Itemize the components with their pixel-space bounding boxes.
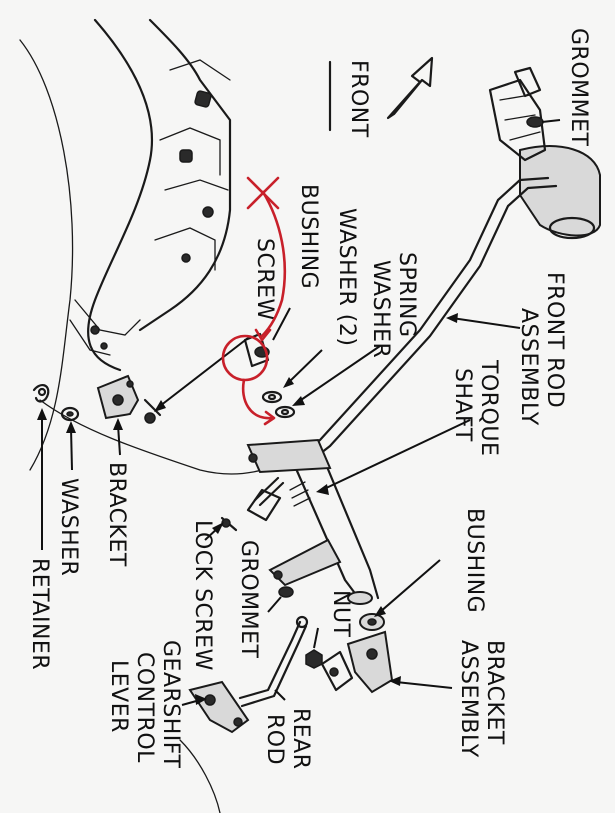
gearshift-label-line1: GEARSHIFT bbox=[158, 640, 183, 769]
washer2-label: WASHER (2) bbox=[334, 208, 359, 346]
bushing-right-arrowhead bbox=[374, 606, 386, 617]
gearshift-label-line3: LEVER bbox=[106, 660, 131, 733]
screw-label: SCREW bbox=[252, 238, 277, 321]
nut-leader bbox=[313, 627, 319, 649]
grommet-lower-icon bbox=[278, 586, 294, 598]
rear-rod-label-line2: ROD bbox=[262, 714, 287, 765]
torque-shaft-leader bbox=[321, 419, 471, 491]
red-annotation bbox=[221, 176, 287, 426]
front-rod bbox=[303, 176, 558, 462]
screw-leader bbox=[159, 337, 249, 407]
lock-screw-arrowhead bbox=[212, 522, 224, 534]
grommet-lower-leader bbox=[267, 596, 282, 613]
grommet-top-leader bbox=[541, 119, 561, 123]
left-bracket bbox=[96, 374, 140, 420]
washer2-leader bbox=[287, 349, 323, 384]
rear-rod-leader bbox=[274, 689, 286, 701]
spring-washer-label-line2: WASHER bbox=[368, 260, 393, 358]
screw-icon bbox=[143, 398, 162, 424]
grommet-lower-label: GROMMET bbox=[236, 540, 261, 659]
front-rod-arrowhead bbox=[446, 313, 458, 323]
bracket-assembly-label-line2: ASSEMBLY bbox=[456, 640, 481, 758]
washer-label: WASHER bbox=[56, 478, 81, 576]
lock-screw-label: LOCK SCREW bbox=[190, 520, 215, 671]
spring-washer-arrowhead bbox=[292, 396, 305, 406]
steering-column bbox=[488, 78, 601, 240]
spring-washer-leader bbox=[297, 345, 381, 403]
washer-arrowhead bbox=[66, 421, 76, 433]
bracket-assembly-label-line1: BRACKET bbox=[482, 640, 507, 745]
front-label: FRONT bbox=[346, 60, 371, 138]
retainer-arrowhead bbox=[37, 408, 47, 420]
bushing-right-leader bbox=[379, 559, 441, 613]
torque-shaft-label-line2: SHAFT bbox=[450, 368, 475, 442]
torque-shaft bbox=[246, 438, 380, 605]
torque-shaft-arrowhead bbox=[316, 484, 329, 495]
front-rod-label-line1: FRONT ROD bbox=[542, 272, 567, 408]
nut-icon bbox=[305, 649, 323, 669]
bracket-assembly bbox=[320, 630, 394, 694]
bushing-right-label: BUSHING bbox=[462, 508, 487, 613]
rear-rod bbox=[238, 615, 309, 708]
gearshift-lever bbox=[179, 680, 250, 813]
torque-shaft-label-line1: TORQUE bbox=[476, 359, 501, 456]
washer2-arrowhead bbox=[283, 377, 294, 388]
spring-washer-label-line1: SPRING bbox=[394, 252, 419, 338]
bushing-left-leader bbox=[272, 307, 291, 341]
retainer-clip bbox=[32, 384, 50, 403]
lock-screw-icon bbox=[220, 476, 285, 532]
bracket-label: BRACKET bbox=[104, 462, 129, 567]
retainer-label: RETAINER bbox=[27, 558, 52, 670]
front-rod-leader bbox=[451, 317, 521, 329]
screw-arrowhead bbox=[154, 400, 166, 412]
bushing-left-label: BUSHING bbox=[296, 184, 321, 289]
washer-leader bbox=[70, 427, 73, 471]
grommet-top-label: GROMMET bbox=[566, 28, 591, 147]
bracket-assembly-leader bbox=[395, 681, 453, 689]
body-floor-pan bbox=[19, 18, 301, 475]
front-rod-label-line2: ASSEMBLY bbox=[516, 308, 541, 426]
bracket-assembly-arrowhead bbox=[389, 676, 401, 686]
front-direction-arrow bbox=[386, 56, 434, 120]
left-washer bbox=[60, 406, 80, 422]
rear-rod-label-line1: REAR bbox=[288, 708, 313, 770]
right-bushing bbox=[359, 613, 385, 631]
gearshift-arrowhead bbox=[195, 694, 207, 705]
bracket-arrowhead bbox=[113, 418, 123, 430]
gearshift-label-line2: CONTROL bbox=[132, 652, 157, 763]
washer-stack bbox=[243, 332, 296, 419]
nut-label: NUT bbox=[328, 590, 353, 638]
